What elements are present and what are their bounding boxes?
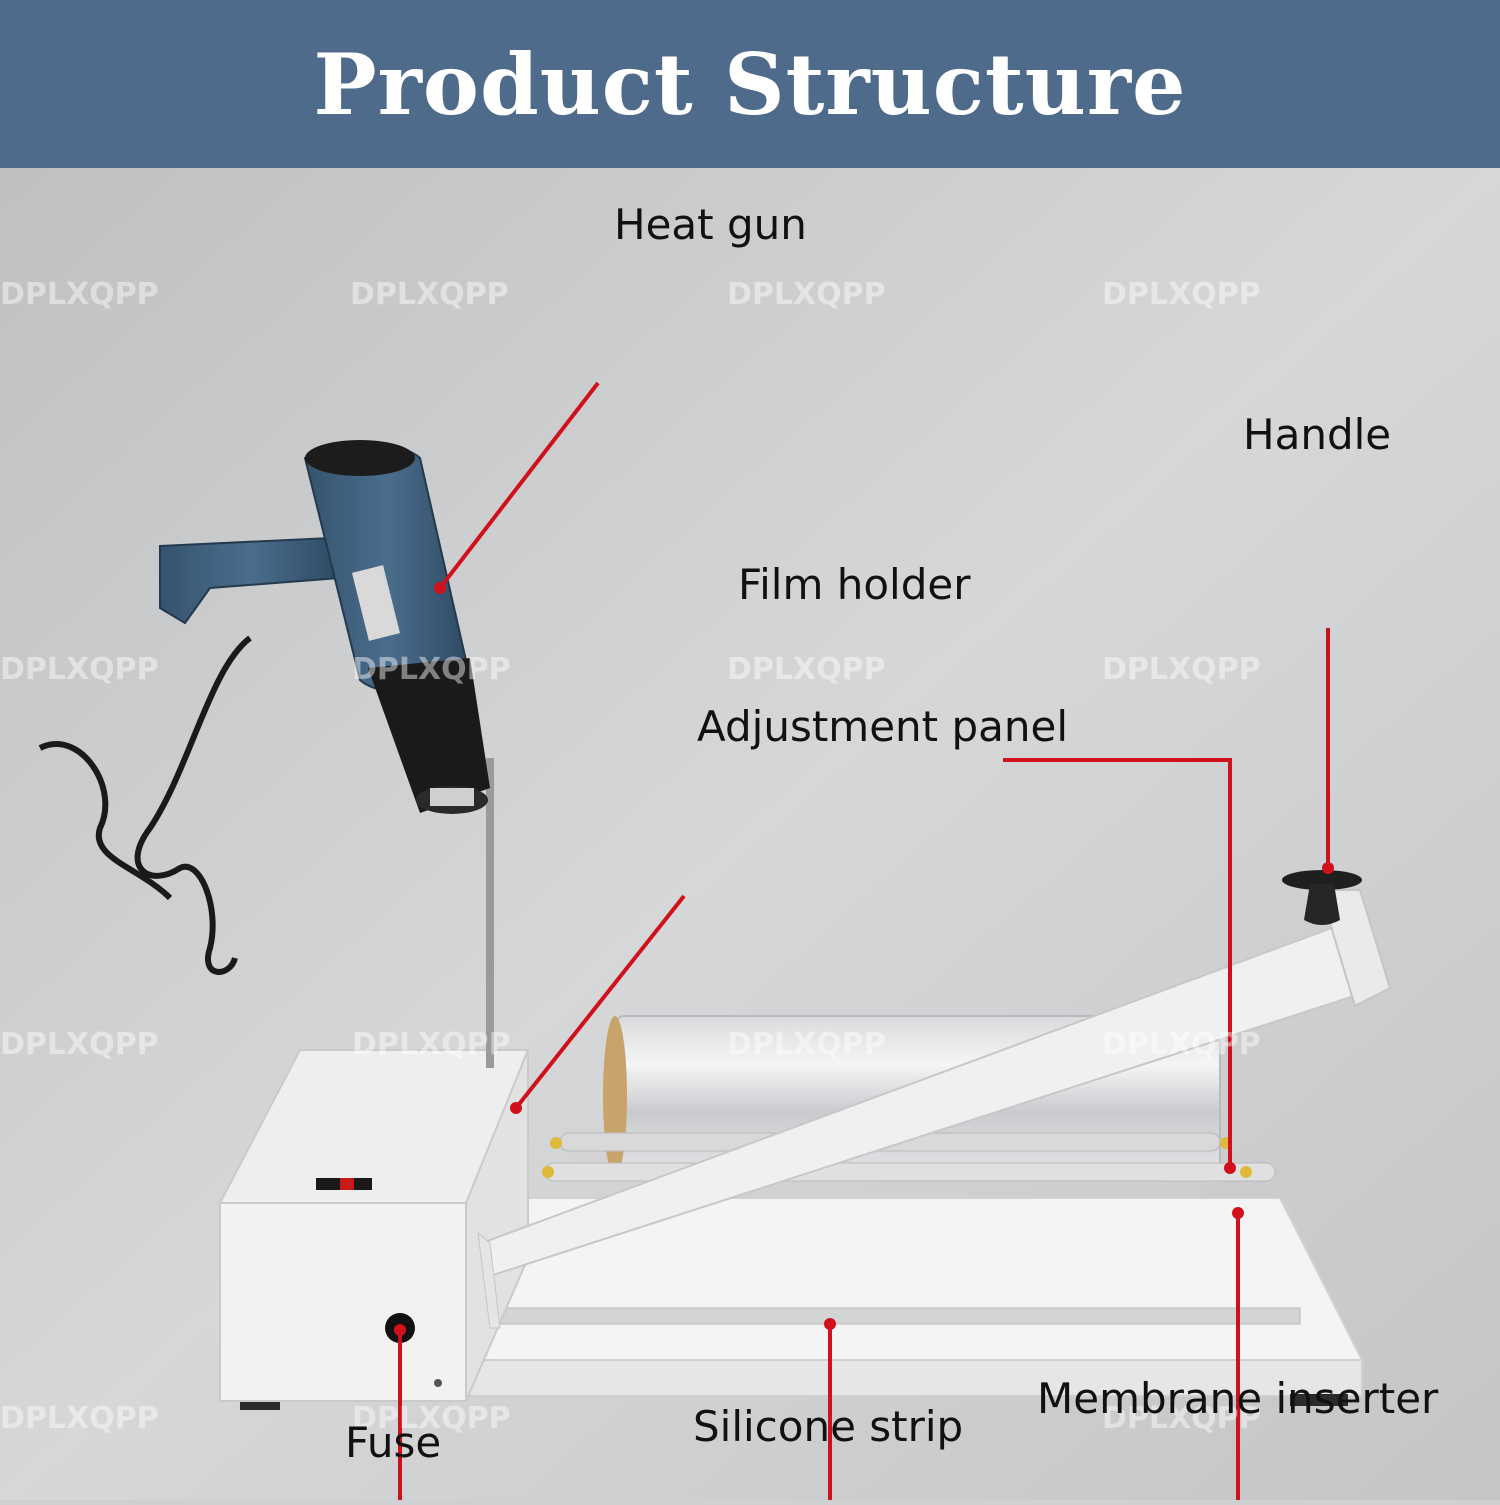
handle-knob <box>1282 870 1362 925</box>
product-diagram: DPLXQPP DPLXQPP DPLXQPP DPLXQPP DPLXQPP … <box>0 168 1500 1505</box>
watermark: DPLXQPP <box>1102 1027 1261 1062</box>
heat-gun <box>38 440 490 975</box>
watermark: DPLXQPP <box>352 652 511 687</box>
silicone-strip <box>499 1307 1301 1325</box>
heat-gun-leader <box>438 381 600 590</box>
label-heat-gun: Heat gun <box>614 200 807 249</box>
adjustment-panel-leader <box>514 894 686 1110</box>
label-film-holder: Film holder <box>738 560 971 609</box>
watermark: DPLXQPP <box>0 1027 159 1062</box>
watermark: DPLXQPP <box>0 277 159 312</box>
watermark: DPLXQPP <box>352 1401 511 1436</box>
title-banner: Product Structure <box>0 0 1500 168</box>
watermark: DPLXQPP <box>0 652 159 687</box>
watermark: DPLXQPP <box>0 1401 159 1436</box>
page-title: Product Structure <box>313 34 1187 134</box>
watermark: DPLXQPP <box>1102 652 1261 687</box>
watermark: DPLXQPP <box>1102 1401 1261 1436</box>
watermark: DPLXQPP <box>1102 277 1261 312</box>
sealing-arm <box>477 889 1392 1329</box>
label-handle: Handle <box>1243 410 1392 459</box>
gun-support-rod <box>486 758 494 1068</box>
watermark: DPLXQPP <box>350 277 509 312</box>
leader-lines <box>398 381 1330 1505</box>
label-silicone-strip: Silicone strip <box>693 1402 964 1451</box>
product-illustration <box>0 168 1500 1505</box>
label-fuse: Fuse <box>345 1418 442 1467</box>
label-membrane-inserter: Membrane inserter <box>1037 1374 1439 1423</box>
leader-dots <box>394 582 1334 1336</box>
film-holder-leader <box>1003 758 1232 1168</box>
watermark: DPLXQPP <box>727 1027 886 1062</box>
watermark: DPLXQPP <box>727 277 886 312</box>
label-adjustment-panel: Adjustment panel <box>697 702 1069 751</box>
control-box <box>218 1049 529 1402</box>
watermark: DPLXQPP <box>727 652 886 687</box>
watermark: DPLXQPP <box>352 1027 511 1062</box>
